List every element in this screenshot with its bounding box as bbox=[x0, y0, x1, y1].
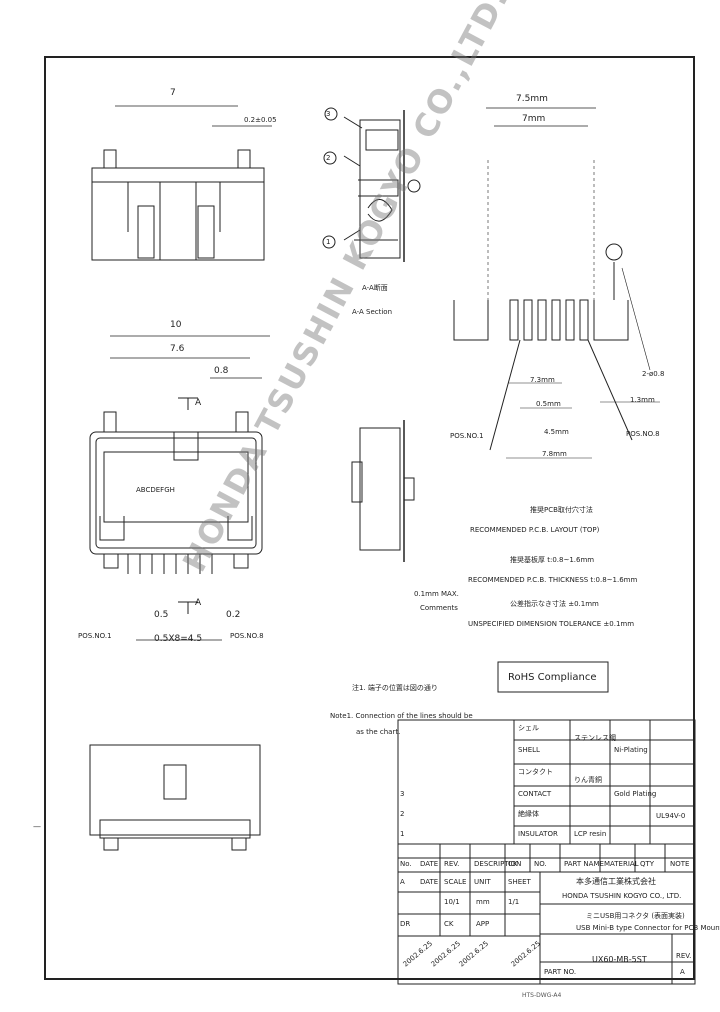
section-label-jp: A-A断面 bbox=[362, 284, 388, 292]
pcb-dim-45: 4.5mm bbox=[544, 428, 569, 436]
note1-en2: as the chart. bbox=[356, 728, 401, 736]
comment-2: Comments bbox=[420, 604, 458, 612]
dim-02: 0.2±0.05 bbox=[244, 116, 277, 124]
left-margin-mark: — bbox=[33, 822, 41, 831]
mat-material-1: LCP resin bbox=[574, 830, 607, 838]
recommended-jp: 推奨PCB取付穴寸法 bbox=[530, 506, 593, 514]
label-a-top: A bbox=[195, 398, 202, 408]
rev-label: REV. bbox=[676, 952, 692, 960]
section-label-en: A-A Section bbox=[352, 308, 393, 316]
sheet-value: 1/1 bbox=[508, 898, 520, 906]
mat-part-jp-3: シェル bbox=[518, 724, 539, 732]
mat-no-1: 1 bbox=[400, 830, 405, 838]
front-view-tab-right bbox=[237, 149, 251, 169]
scale-date: DATE bbox=[420, 878, 439, 886]
company-jp: 本多通信工業株式会社 bbox=[576, 877, 656, 886]
pcb-dim-78: 7.8mm bbox=[542, 450, 567, 458]
part-no-value: UX60-MB-5ST bbox=[592, 955, 647, 964]
sheet-label: SHEET bbox=[508, 878, 531, 886]
pcb-dim-13: 1.3mm bbox=[630, 396, 655, 404]
scale-value: 10/1 bbox=[444, 898, 460, 906]
pcb-pos-1: POS.NO.1 bbox=[450, 432, 484, 440]
note1-en: Note1. Connection of the lines should be bbox=[330, 712, 473, 720]
label-a-bottom: A bbox=[195, 598, 202, 608]
dim-76: 7.6 bbox=[170, 344, 185, 354]
mat-part-en-1: INSULATOR bbox=[518, 830, 558, 838]
hdr-no2: NO. bbox=[534, 860, 547, 868]
part-no-label: PART NO. bbox=[544, 968, 577, 976]
footer-code: HTS-DWG-A4 bbox=[522, 992, 562, 999]
dim-08: 0.8 bbox=[214, 366, 229, 376]
hdr-material: MATERIAL bbox=[604, 860, 639, 868]
recommended-en: RECOMMENDED P.C.B. LAYOUT (TOP) bbox=[470, 526, 600, 534]
mat-part-en-2: CONTACT bbox=[518, 790, 552, 798]
mat-part-en-3: SHELL bbox=[518, 746, 540, 754]
hdr-note: NOTE bbox=[670, 860, 690, 868]
thickness-en: RECOMMENDED P.C.B. THICKNESS t:0.8~1.6mm bbox=[468, 576, 638, 584]
rev-value: A bbox=[680, 968, 685, 976]
tolerance-en: UNSPECIFIED DIMENSION TOLERANCE ±0.1mm bbox=[468, 620, 635, 628]
company-en: HONDA TSUSHIN KOGYO CO., LTD. bbox=[562, 892, 682, 900]
drawn-dr: DR bbox=[400, 920, 411, 928]
pcb-pos-8: POS.NO.8 bbox=[626, 430, 660, 438]
mat-part-jp-1: 絶縁体 bbox=[518, 810, 539, 818]
callout-3: 3 bbox=[326, 110, 331, 118]
side-view-body bbox=[89, 744, 261, 836]
product-name-jp: ミニUSB用コネクタ (表面実装) bbox=[586, 912, 685, 920]
callout-2: 2 bbox=[326, 154, 331, 162]
pcb-hole: 2-ø0.8 bbox=[642, 370, 665, 378]
scale-label: SCALE bbox=[444, 878, 467, 886]
tolerance-jp: 公差指示なき寸法 ±0.1mm bbox=[510, 600, 599, 608]
unit-value: mm bbox=[476, 898, 490, 906]
front-view-tab-left bbox=[103, 149, 117, 169]
callout-1: 1 bbox=[326, 238, 331, 246]
mat-finish-2: Gold Plating bbox=[614, 790, 657, 798]
note1-jp: 注1. 端子の位置は図の通り bbox=[352, 684, 438, 692]
comment-1: 0.1mm MAX. bbox=[414, 590, 459, 598]
pcb-dim-75: 7.5mm bbox=[516, 94, 548, 104]
mat-part-jp-2: コンタクト bbox=[518, 768, 553, 776]
rohs-label: RoHS Compliance bbox=[508, 672, 597, 683]
drawn-ck: CK bbox=[444, 920, 454, 928]
drawing-sheet bbox=[44, 56, 695, 980]
pcb-dim-05: 0.5mm bbox=[536, 400, 561, 408]
dim-05: 0.5 bbox=[154, 610, 169, 620]
mat-no-2: 2 bbox=[400, 810, 405, 818]
front-view-body bbox=[91, 167, 265, 261]
mat-material-2: りん青銅 bbox=[574, 776, 602, 784]
unit-label: UNIT bbox=[474, 878, 491, 886]
mat-no-3: 3 bbox=[400, 790, 405, 798]
hdr-no: No. bbox=[400, 860, 412, 868]
hdr-ck: CK bbox=[508, 860, 518, 868]
pcb-dim-73: 7.3mm bbox=[530, 376, 555, 384]
hdr-date: DATE bbox=[420, 860, 439, 868]
drawn-app: APP bbox=[476, 920, 490, 928]
pcb-dim-7: 7mm bbox=[522, 114, 546, 124]
dim-02b: 0.2 bbox=[226, 610, 241, 620]
mat-material-3: ステンレス鋼 bbox=[574, 734, 616, 742]
pos-no-8-left: POS.NO.8 bbox=[230, 632, 264, 640]
product-name-en: USB Mini-B type Connector for PCB Mount bbox=[576, 924, 720, 932]
hdr-part-name: PART NAME bbox=[564, 860, 604, 868]
mat-finish-1: UL94V-0 bbox=[656, 812, 686, 820]
hdr-desc: DESCRIPTION bbox=[474, 860, 522, 868]
dim-7: 7 bbox=[170, 88, 176, 98]
scale-a: A bbox=[400, 878, 405, 886]
pos-no-1-left: POS.NO.1 bbox=[78, 632, 112, 640]
dim-pitch: 0.5X8=4.5 bbox=[154, 634, 203, 644]
pin-labels: ABCDEFGH bbox=[136, 486, 175, 494]
mat-finish-3: Ni-Plating bbox=[614, 746, 648, 754]
hdr-qty: QTY bbox=[640, 860, 655, 868]
hdr-rev: REV. bbox=[444, 860, 460, 868]
thickness-jp: 推奨基板厚 t:0.8~1.6mm bbox=[510, 556, 595, 564]
dim-10: 10 bbox=[170, 320, 182, 330]
